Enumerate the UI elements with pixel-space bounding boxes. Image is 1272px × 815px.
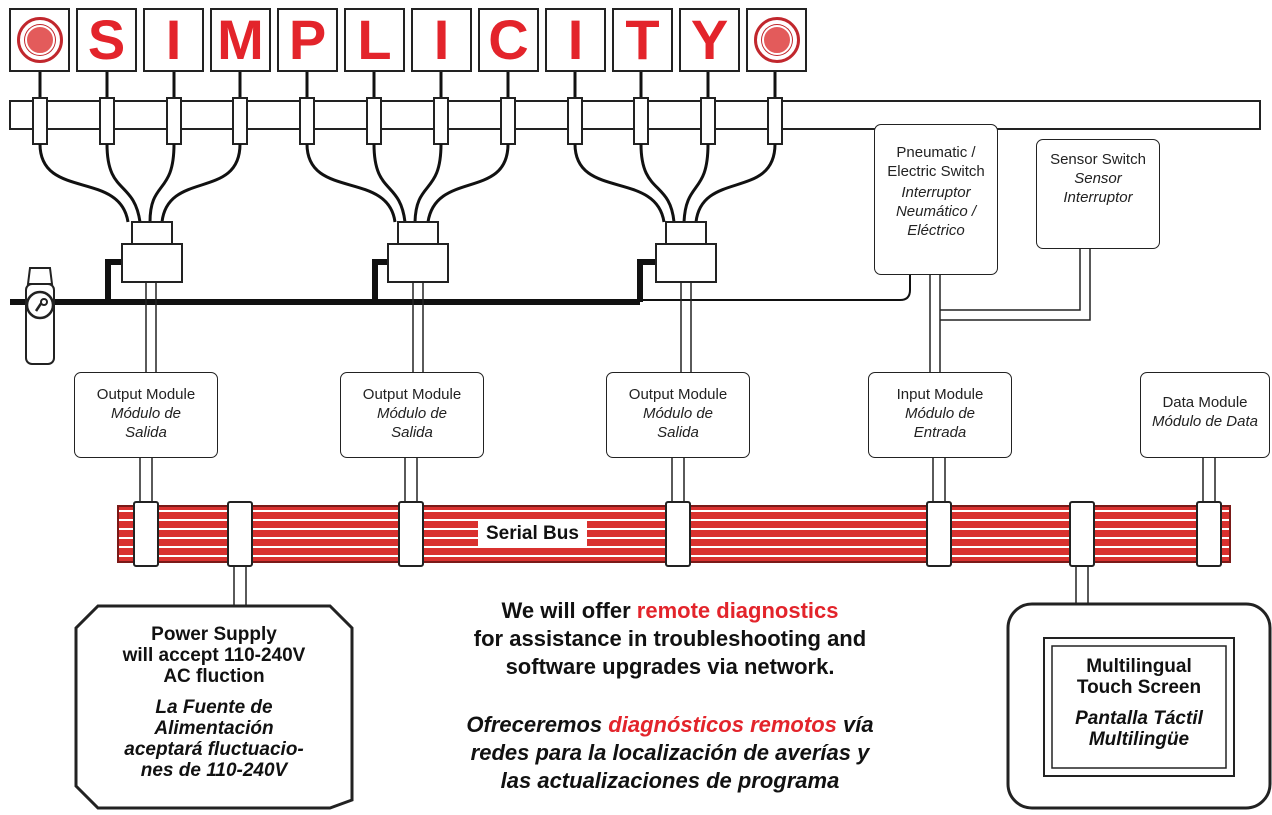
data-module: Data Module Módulo de Data (1140, 372, 1270, 458)
company-seal-icon (753, 17, 800, 63)
power-supply-es-1: La Fuente de (155, 697, 273, 718)
touch-screen-en: Multilingual Touch Screen (1076, 656, 1202, 698)
power-supply-title: Power Supply (151, 624, 277, 645)
module-label-en: Output Module (96, 386, 196, 403)
banner-letter: M (210, 8, 271, 72)
power-supply-accept: will accept 110-240V (122, 645, 306, 666)
banner-letter: L (344, 8, 405, 72)
module-label-es: Módulo de Salida (376, 405, 448, 441)
power-supply-outline (74, 604, 354, 810)
output-module-1: Output Module Módulo de Salida (74, 372, 218, 458)
message-es-2: redes para la localización de averías y (470, 740, 870, 765)
sensor-switch: Sensor Switch Sensor Interruptor (1036, 139, 1160, 249)
banner-letter: I (545, 8, 606, 72)
power-supply-voltage: 110-240V (224, 645, 306, 666)
touch-screen-es: Pantalla Táctil Multilingüe (1075, 708, 1203, 750)
module-label-en: Output Module (362, 386, 462, 403)
module-label-en: Output Module (628, 386, 728, 403)
switch-label-en: Pneumatic / Electric Switch (887, 144, 985, 180)
message-en-2: for assistance in troubleshooting and (473, 626, 867, 651)
banner-letter: I (143, 8, 204, 72)
sensor-label-es: Sensor Interruptor (1063, 170, 1133, 206)
module-label-es: Módulo de Entrada (904, 405, 976, 441)
message-en-1: We will offer remote diagnostics (501, 598, 839, 623)
switch-label-es: Interruptor Neumático / Eléctrico (895, 184, 977, 239)
power-supply-es-2: Alimentación (154, 718, 274, 739)
module-label-en: Data Module (1162, 394, 1248, 411)
power-supply: Power Supply will accept 110-240V AC flu… (80, 624, 348, 781)
power-supply-voltage-es: 110-240V (206, 760, 288, 781)
pneumatic-electric-switch: Pneumatic / Electric Switch Interruptor … (874, 124, 998, 275)
message-es-3: las actualizaciones de programa (500, 768, 840, 793)
banner-letter: I (411, 8, 472, 72)
module-label-es: Módulo de Data (1152, 413, 1258, 430)
remote-diagnostics-message: We will offer remote diagnostics for ass… (390, 597, 950, 795)
module-label-en: Input Module (896, 386, 984, 403)
module-label-es: Módulo de Salida (110, 405, 182, 441)
banner-seal-left (9, 8, 70, 72)
message-es-1: Ofreceremos diagnósticos remotos vía (466, 712, 874, 737)
banner-letter: C (478, 8, 539, 72)
power-supply-es-3: aceptará fluctuacio- (124, 739, 304, 760)
air-regulator-gauge-icon (25, 267, 55, 365)
sensor-label-en: Sensor Switch (1050, 151, 1146, 168)
serial-bus-label: Serial Bus (478, 520, 587, 548)
output-module-2: Output Module Módulo de Salida (340, 372, 484, 458)
message-highlight-en: remote diagnostics (636, 598, 839, 623)
banner-letter: S (76, 8, 137, 72)
banner-seal-right (746, 8, 807, 72)
company-seal-icon (16, 17, 63, 63)
input-module: Input Module Módulo de Entrada (868, 372, 1012, 458)
message-en-3: software upgrades via network. (505, 654, 835, 679)
banner-letter: T (612, 8, 673, 72)
touch-screen: Multilingual Touch Screen Pantalla Tácti… (1056, 656, 1222, 750)
message-highlight-es: diagnósticos remotos (608, 712, 837, 737)
banner-letter: Y (679, 8, 740, 72)
banner-letter: P (277, 8, 338, 72)
module-label-es: Módulo de Salida (642, 405, 714, 441)
power-supply-es-4: nes de 110-240V (140, 760, 288, 781)
output-module-3: Output Module Módulo de Salida (606, 372, 750, 458)
power-supply-ac: AC fluction (163, 666, 265, 687)
